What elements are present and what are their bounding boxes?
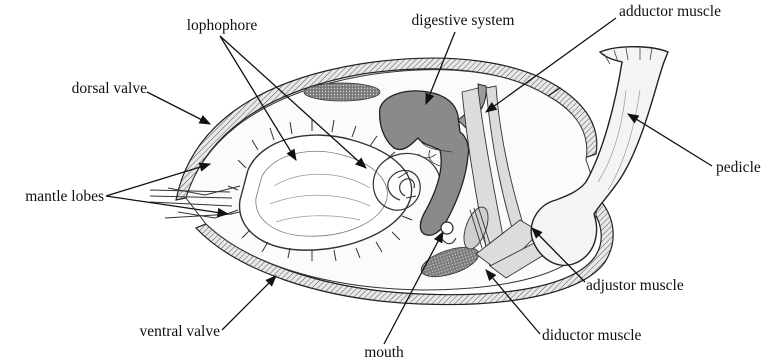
label-dorsal-valve: dorsal valve bbox=[72, 80, 147, 97]
label-adjustor-muscle: adjustor muscle bbox=[586, 277, 684, 294]
label-digestive-system: digestive system bbox=[412, 12, 515, 29]
gonad-upper bbox=[304, 83, 380, 101]
label-ventral-valve: ventral valve bbox=[140, 323, 221, 340]
label-pedicle: pedicle bbox=[716, 159, 761, 176]
label-mantle-lobes: mantle lobes bbox=[25, 188, 104, 205]
label-adductor-muscle: adductor muscle bbox=[619, 3, 721, 20]
label-diductor-muscle: diductor muscle bbox=[542, 327, 642, 344]
arrow-dorsal-valve bbox=[147, 92, 210, 124]
arrow-ventral-valve bbox=[222, 276, 276, 330]
arrow-pedicle bbox=[628, 114, 712, 166]
label-lophophore: lophophore bbox=[187, 17, 258, 34]
label-mouth: mouth bbox=[364, 344, 404, 361]
